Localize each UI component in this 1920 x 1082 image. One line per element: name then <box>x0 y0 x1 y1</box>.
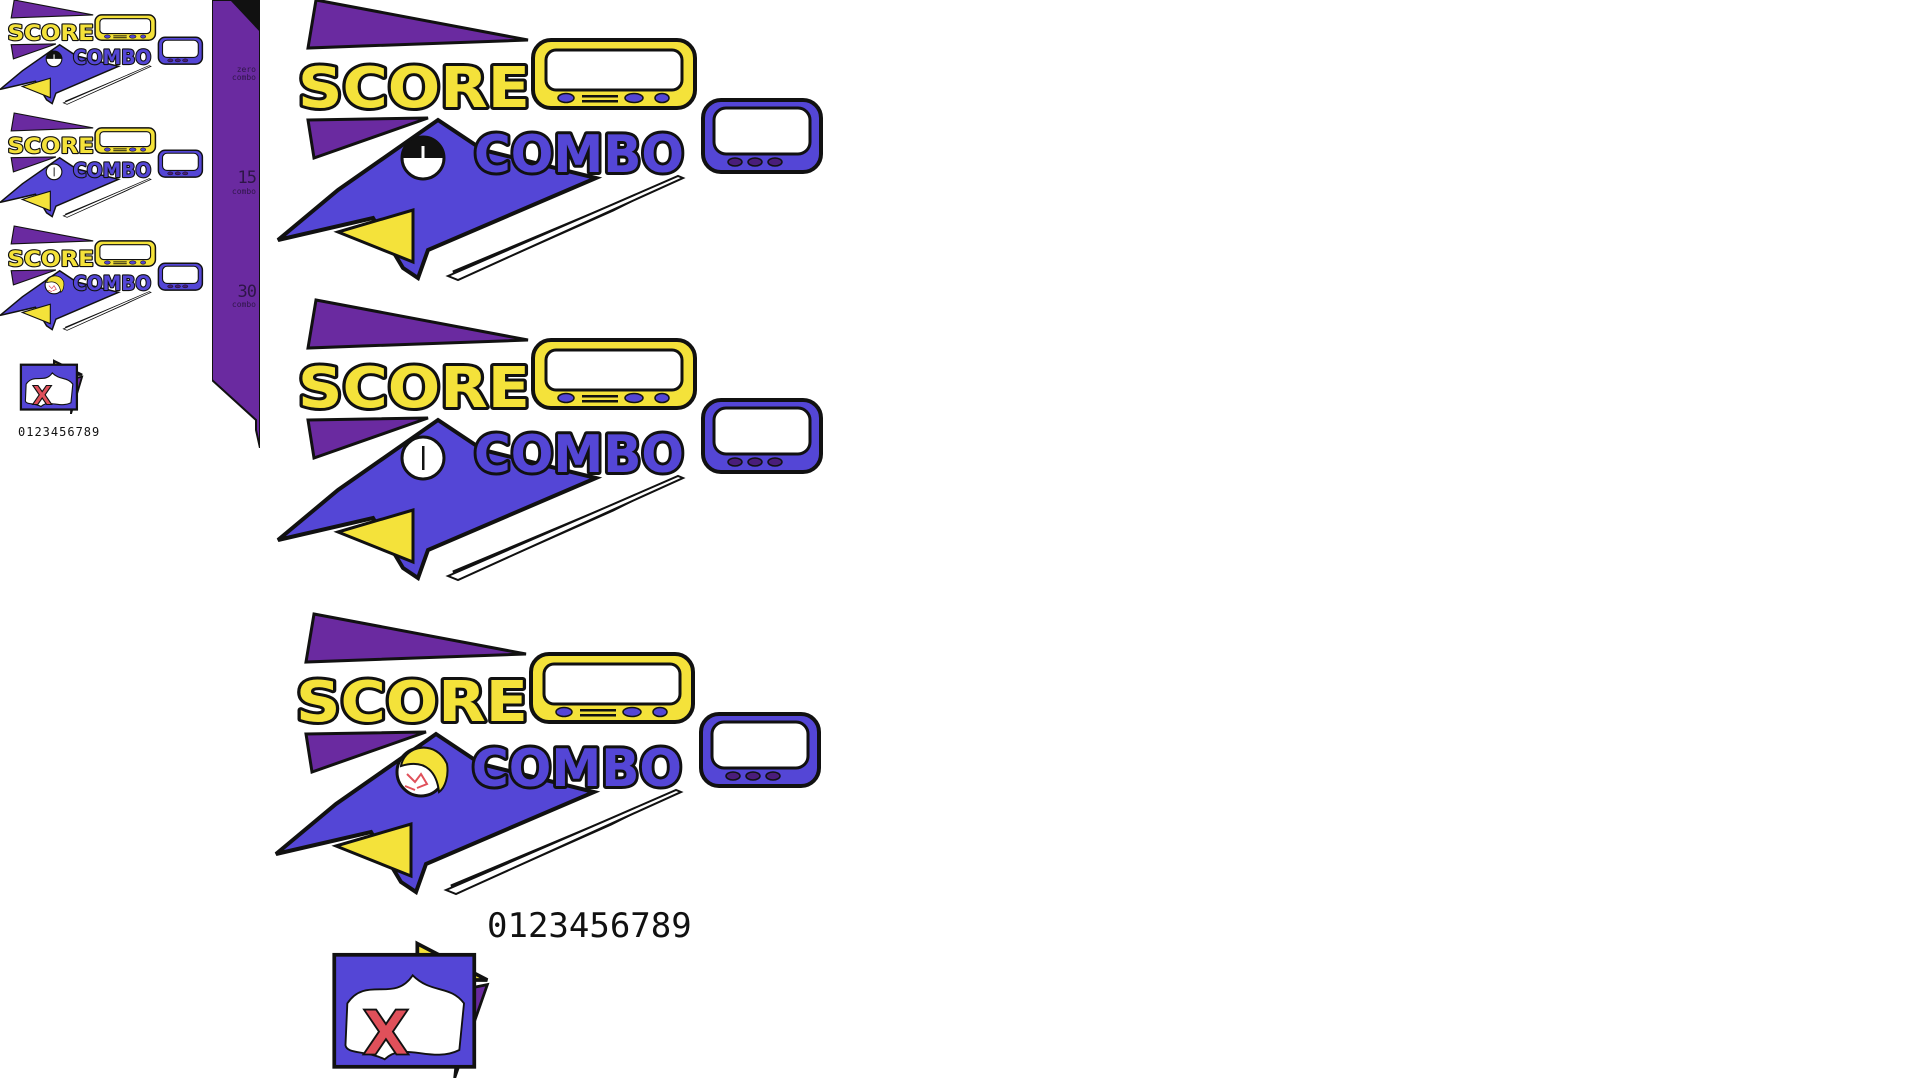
yellow-triangle <box>20 190 51 212</box>
dark-half-circle-icon <box>400 135 446 181</box>
blue-zigzag <box>276 117 603 282</box>
combo-tier-zero-value: zero <box>236 65 256 74</box>
combo-display <box>161 152 199 171</box>
combo-tier-30-label: combo <box>231 300 256 309</box>
combo-display <box>712 406 812 456</box>
combo-display <box>161 39 199 58</box>
hud-large-neutral: SCORE COMBO <box>276 0 828 290</box>
yellow-triangle <box>333 507 415 565</box>
combo-tier-15-label: combo <box>231 187 256 196</box>
score-word: SCORE <box>7 247 93 271</box>
score-word: SCORE <box>296 670 528 735</box>
combo-word: COMBO <box>474 125 684 185</box>
combo-tier-zero-label: combo <box>231 73 256 82</box>
blonde-face-icon <box>44 275 65 295</box>
yellow-triangle <box>331 821 413 879</box>
combo-word: COMBO <box>73 272 151 295</box>
top-wedge <box>10 112 94 132</box>
white-circle-icon <box>45 163 63 181</box>
blue-zigzag <box>0 156 121 218</box>
miss-x-small: X <box>32 382 52 412</box>
hud-preview-hyped: SCORE COMBO <box>0 225 205 334</box>
score-display <box>544 48 684 92</box>
hud-large-calm: SCORE COMBO <box>276 298 828 590</box>
combo-word: COMBO <box>474 425 684 485</box>
dark-half-circle-icon <box>45 50 63 68</box>
combo-tier-15-value: 15 <box>237 168 258 188</box>
top-wedge <box>306 0 529 50</box>
score-word: SCORE <box>298 356 530 421</box>
yellow-triangle <box>20 77 51 99</box>
combo-word: COMBO <box>73 159 151 182</box>
blue-zigzag <box>276 417 603 582</box>
score-display <box>544 348 684 392</box>
combo-strip: zero combo 15 combo 30 combo <box>212 0 260 448</box>
score-display <box>99 244 152 261</box>
hud-preview-neutral: SCORE COMBO <box>0 0 205 108</box>
combo-word: COMBO <box>73 46 151 69</box>
blue-zigzag <box>274 731 601 896</box>
hud-preview-calm: SCORE COMBO <box>0 112 205 221</box>
score-word: SCORE <box>298 56 530 121</box>
digit-sheet-small: 0123456789 <box>18 425 101 439</box>
score-display <box>99 131 152 148</box>
score-word: SCORE <box>7 134 93 158</box>
combo-display <box>710 720 810 770</box>
yellow-triangle <box>20 303 51 325</box>
miss-badge-large: X <box>318 938 526 1079</box>
miss-x-large: X <box>362 998 410 1070</box>
miss-badge-small: X <box>16 358 96 415</box>
top-wedge <box>304 612 527 664</box>
blue-zigzag <box>0 269 121 331</box>
yellow-triangle <box>333 207 415 265</box>
white-circle-icon <box>400 435 446 481</box>
top-wedge <box>10 0 94 19</box>
digit-sheet-large: 0123456789 <box>487 906 692 946</box>
score-display <box>542 662 682 706</box>
score-word: SCORE <box>7 21 93 45</box>
score-display <box>99 18 152 35</box>
top-wedge <box>10 225 94 245</box>
top-wedge <box>306 298 529 350</box>
blonde-face-icon <box>395 746 449 798</box>
combo-display <box>712 106 812 156</box>
combo-display <box>161 265 199 284</box>
combo-word: COMBO <box>472 739 682 799</box>
blue-zigzag <box>0 43 121 105</box>
combo-tier-30-value: 30 <box>237 282 258 302</box>
hud-large-hyped: SCORE COMBO <box>274 612 826 904</box>
